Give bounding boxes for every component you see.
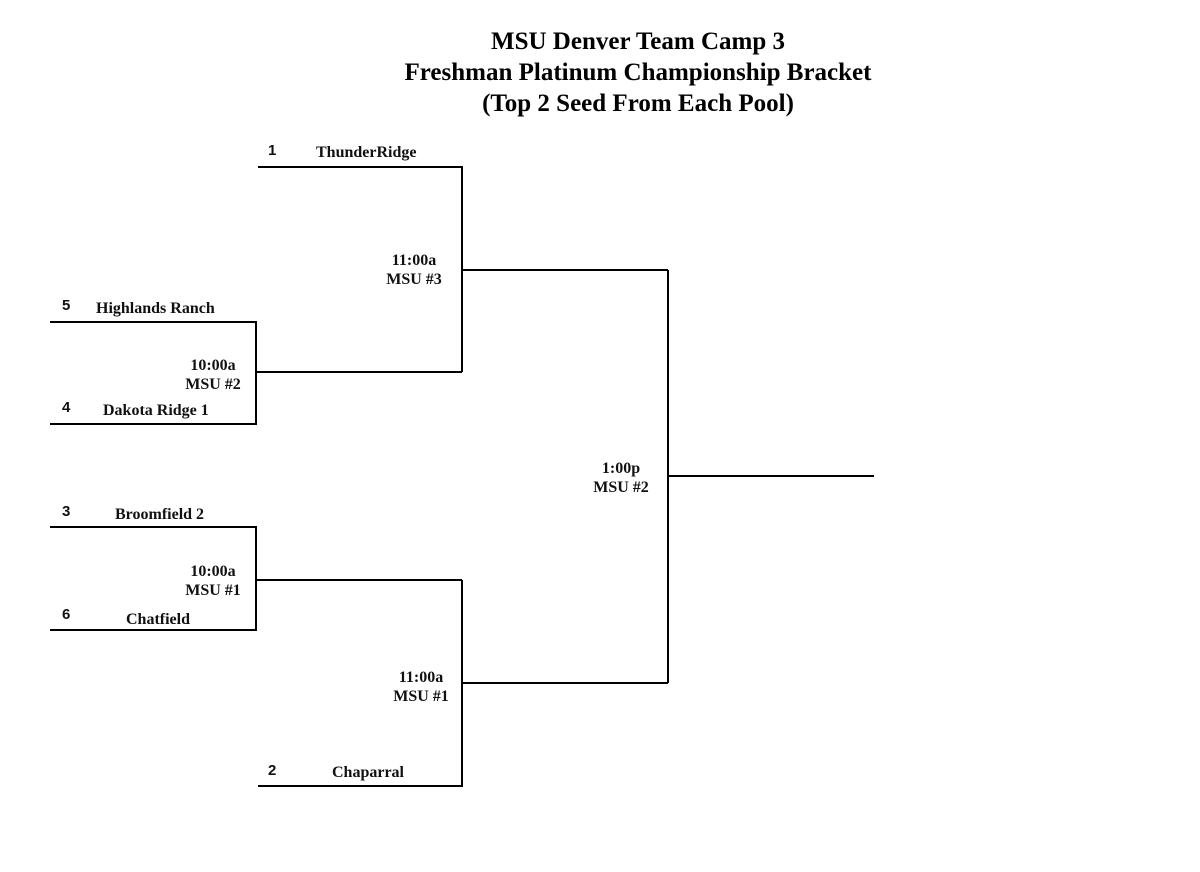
game-label-bottom-semi: 11:00a MSU #1 — [376, 668, 466, 706]
team-chatfield: Chatfield — [126, 611, 190, 628]
title-line-bracket: Freshman Platinum Championship Bracket — [404, 59, 872, 86]
game-label-top-semi: 11:00a MSU #3 — [369, 251, 459, 289]
team-chaparral: Chaparral — [332, 764, 404, 781]
seed-3: 3 — [62, 503, 71, 520]
game-time: 11:00a — [398, 669, 444, 686]
seed-2: 2 — [268, 762, 277, 779]
team-thunderridge: ThunderRidge — [316, 144, 417, 161]
game-label-3-vs-6: 10:00a MSU #1 — [168, 562, 258, 600]
game-time: 10:00a — [190, 357, 236, 374]
team-dakota-ridge-1: Dakota Ridge 1 — [103, 402, 209, 419]
seed-5: 5 — [62, 297, 71, 314]
seed-6: 6 — [62, 606, 71, 623]
title-line-event: MSU Denver Team Camp 3 — [491, 28, 785, 55]
seed-1: 1 — [268, 142, 277, 159]
title-line-seeding: (Top 2 Seed From Each Pool) — [482, 90, 794, 117]
match-line-1-vs-winner — [258, 166, 463, 372]
bracket-title: MSU Denver Team Camp 3 Freshman Platinum… — [0, 26, 1200, 119]
match-line-3-vs-6 — [50, 526, 257, 631]
game-court: MSU #1 — [393, 688, 449, 705]
game-time: 10:00a — [190, 563, 236, 580]
game-court: MSU #2 — [185, 376, 241, 393]
game-court: MSU #2 — [593, 479, 649, 496]
seed-4: 4 — [62, 399, 71, 416]
game-time: 11:00a — [391, 252, 437, 269]
game-time: 1:00p — [601, 460, 641, 477]
match-line-2-vs-winner — [258, 580, 463, 787]
team-broomfield-2: Broomfield 2 — [115, 506, 205, 523]
game-label-5-vs-4: 10:00a MSU #2 — [168, 356, 258, 394]
game-label-final: 1:00p MSU #2 — [576, 459, 666, 497]
game-court: MSU #1 — [185, 582, 241, 599]
game-court: MSU #3 — [386, 271, 442, 288]
team-highlands-ranch: Highlands Ranch — [96, 300, 215, 317]
